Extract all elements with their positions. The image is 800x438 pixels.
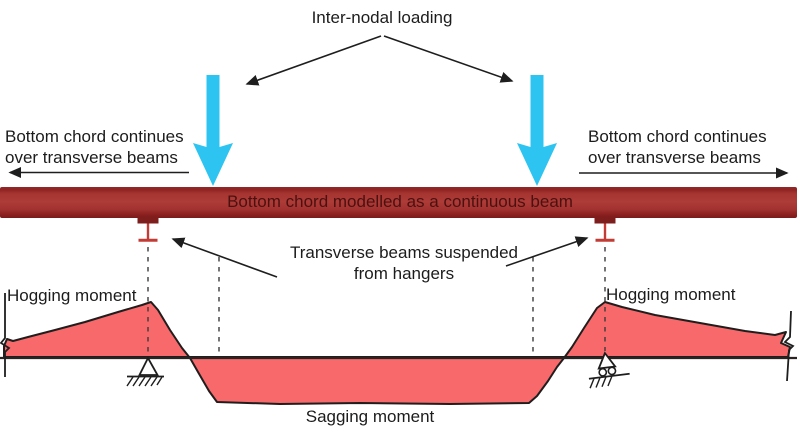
support-roller-right	[588, 351, 630, 389]
label-transverse-line1: Transverse beams suspended	[289, 243, 519, 262]
label-hogging-right: Hogging moment	[606, 285, 736, 304]
label-beam: Bottom chord modelled as a continuous be…	[227, 192, 573, 211]
hanger-right	[594, 217, 616, 242]
load-arrow-right-icon	[517, 75, 557, 186]
label-continues-left-line1: Bottom chord continues	[5, 127, 184, 146]
label-continues-right-line2: over transverse beams	[588, 148, 761, 167]
label-transverse-beams: Transverse beams suspended from hangers	[290, 242, 518, 284]
support-pin-left	[126, 356, 164, 387]
label-continues-left: Bottom chord continues over transverse b…	[5, 126, 184, 168]
bottom-chord-beam	[0, 187, 797, 218]
label-transverse-line2: from hangers	[353, 264, 455, 283]
moment-diagram-shape	[3, 301, 791, 405]
label-continues-right-line1: Bottom chord continues	[588, 127, 767, 146]
label-hogging-left: Hogging moment	[7, 286, 137, 305]
pointer-arrows	[8, 35, 789, 278]
label-sagging: Sagging moment	[305, 407, 435, 426]
hanger-left	[137, 217, 159, 242]
pointer-load-right	[383, 35, 514, 83]
dashed-lines	[147, 247, 606, 355]
label-continues-right: Bottom chord continues over transverse b…	[588, 126, 767, 168]
pointer-hanger-right	[505, 236, 589, 267]
break-line-right	[783, 310, 795, 382]
load-arrow-left-icon	[193, 75, 233, 186]
label-continues-left-line2: over transverse beams	[5, 148, 178, 167]
break-line-left	[0, 293, 11, 377]
pointer-load-left	[245, 35, 382, 86]
pointer-hanger-left	[171, 237, 278, 278]
label-inter-nodal-loading: Inter-nodal loading	[311, 8, 453, 27]
